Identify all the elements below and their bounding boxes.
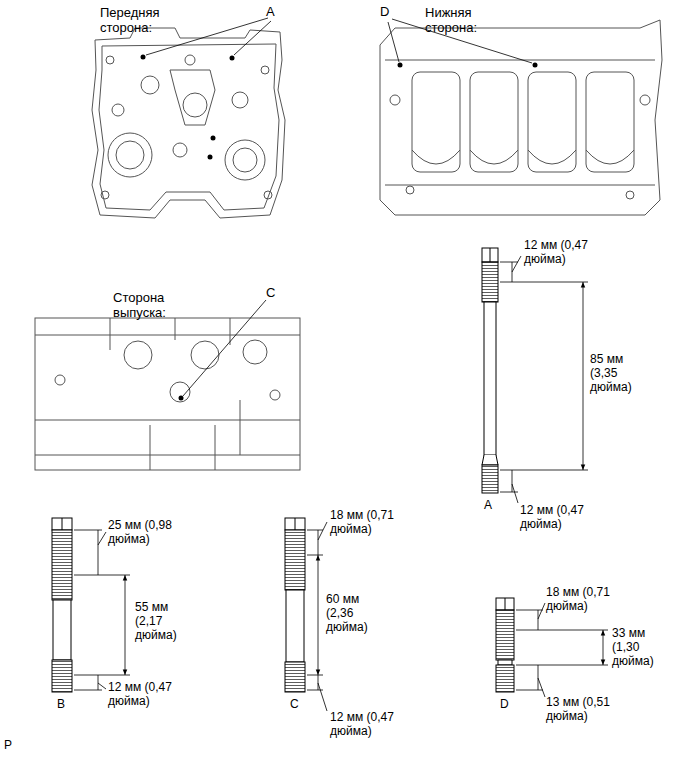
callout-letter: A xyxy=(266,4,275,19)
figure-code: P xyxy=(4,738,12,752)
dimension-label: 25 мм (0,98 дюйма) xyxy=(108,518,180,546)
bottom-view xyxy=(380,20,662,215)
stud-bolt xyxy=(52,518,72,692)
dimension-label: 12 мм (0,47 дюйма) xyxy=(108,680,180,708)
dimension-label: 55 мм (2,17 дюйма) xyxy=(135,600,180,642)
callout-letter: A xyxy=(484,498,492,512)
callout-letter: C xyxy=(290,697,299,711)
dimension-label: 85 мм (3,35 дюйма) xyxy=(590,352,635,394)
stud-bolt xyxy=(285,518,305,692)
callout-letter: D xyxy=(500,697,509,711)
dimension-label: 12 мм (0,47 дюйма) xyxy=(524,238,596,266)
callout-letter: D xyxy=(380,4,389,19)
exhaust-side-view xyxy=(35,318,300,470)
callout-letter: B xyxy=(57,697,65,711)
dimension-label: 12 мм (0,47 дюйма) xyxy=(520,503,592,531)
view-caption: Нижняя сторона: xyxy=(425,5,507,36)
dimension-label: 13 мм (0,51 дюйма) xyxy=(546,695,618,723)
dimension-label: 12 мм (0,47 дюйма) xyxy=(330,710,402,738)
dimension-label: 18 мм (0,71 дюйма) xyxy=(330,508,402,536)
dimension-label: 18 мм (0,71 дюйма) xyxy=(546,585,618,613)
dimension-label: 33 мм (1,30 дюйма) xyxy=(612,626,657,668)
view-caption: Передняя сторона: xyxy=(100,5,182,36)
dimension-label: 60 мм (2,36 дюйма) xyxy=(326,592,371,634)
stud-bolt xyxy=(482,248,498,493)
front-view xyxy=(92,28,285,218)
stud-bolt xyxy=(496,598,514,692)
callout-letter: C xyxy=(266,285,275,300)
view-caption: Сторона выпуска: xyxy=(113,290,195,321)
